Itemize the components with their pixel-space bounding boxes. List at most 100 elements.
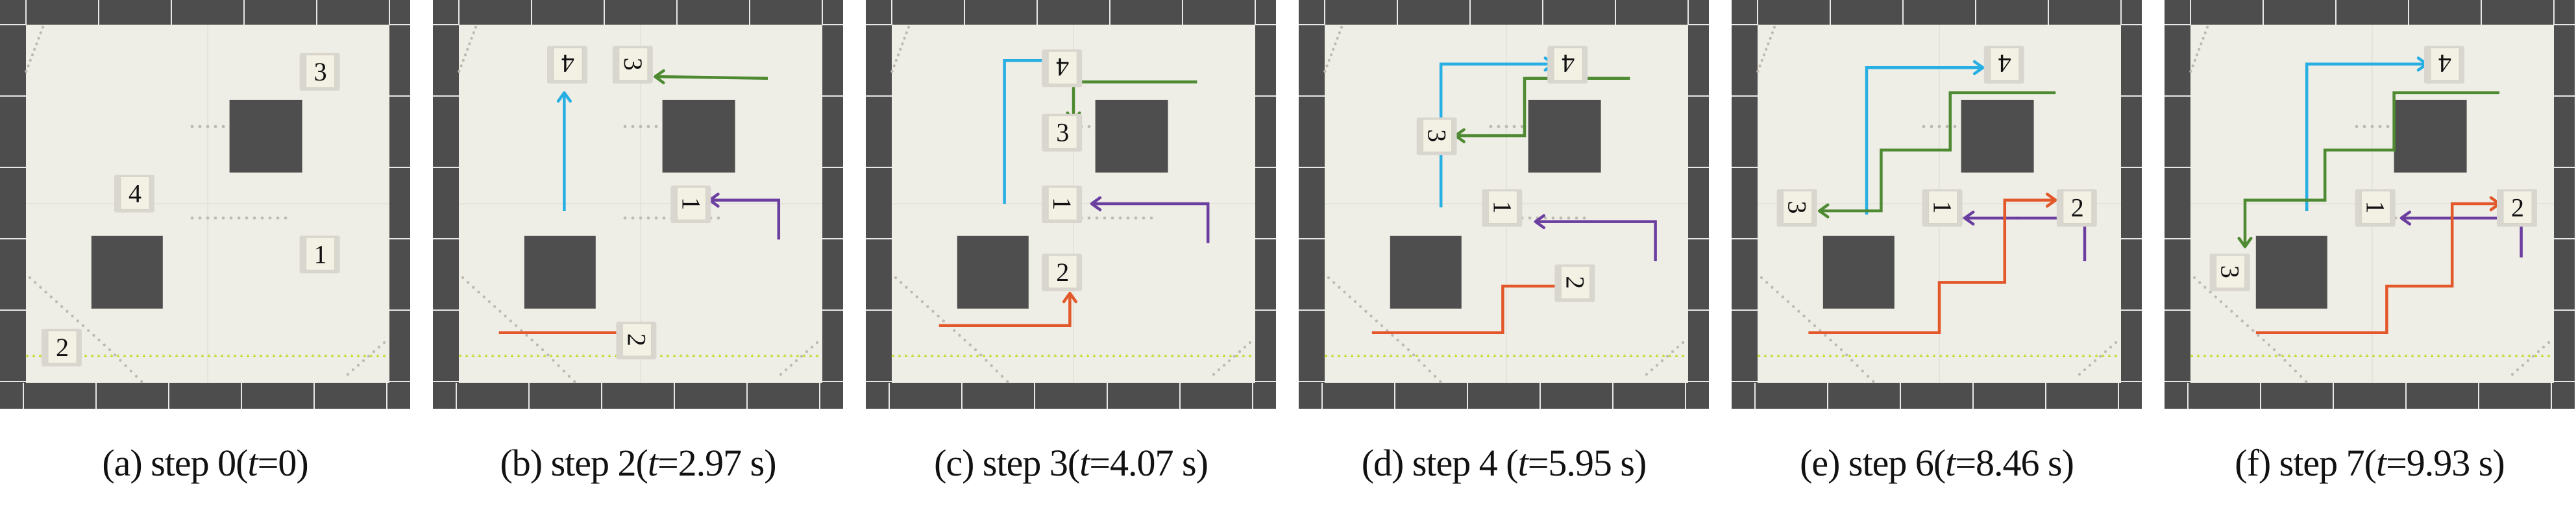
grey-guide-dot	[221, 125, 225, 128]
green-guide-marker	[90, 354, 94, 357]
grey-guide-dot	[974, 348, 977, 352]
grey-guide-dot	[66, 309, 69, 313]
green-guide-marker	[220, 354, 224, 357]
block-label: 4	[1056, 53, 1069, 82]
green-guide-marker	[1248, 354, 1252, 357]
green-guide-marker	[1421, 354, 1425, 357]
green-guide-marker	[1867, 354, 1871, 357]
green-guide-marker	[1389, 354, 1393, 357]
green-guide-marker	[2042, 354, 2046, 357]
caption-b: (b) step 2(t=2.97 s)	[424, 441, 852, 485]
grey-guide-dot	[87, 329, 90, 332]
robot-2-path	[2255, 202, 2499, 334]
grey-guide-dot	[472, 31, 475, 34]
robot-1-path	[1092, 202, 1210, 243]
green-guide-marker	[2339, 354, 2343, 357]
green-guide-marker	[731, 354, 735, 357]
green-guide-marker	[1558, 354, 1562, 357]
green-guide-marker	[770, 354, 774, 357]
grey-guide-dot	[920, 300, 924, 304]
grey-guide-dot	[963, 339, 966, 342]
grey-guide-dot	[1497, 125, 1501, 128]
block-4: 4	[114, 175, 154, 213]
block-label: 4	[2438, 49, 2451, 79]
grey-guide-dot	[995, 369, 998, 372]
grey-guide-dot	[1327, 58, 1331, 62]
green-guide-marker	[1636, 354, 1639, 357]
grey-guide-dot	[1439, 380, 1442, 383]
block-3: 3	[1416, 117, 1457, 156]
grey-guide-dot	[2083, 368, 2087, 372]
green-guide-marker	[2068, 354, 2072, 357]
green-guide-marker	[2352, 354, 2356, 357]
green-guide-marker	[2023, 354, 2027, 357]
grey-guide-dot	[2516, 368, 2520, 372]
green-guide-marker	[982, 354, 986, 357]
grey-guide-dot	[1582, 216, 1586, 220]
green-guide-marker	[317, 354, 321, 357]
grey-guide-dot	[931, 309, 935, 313]
green-guide-marker	[2242, 354, 2246, 357]
grey-guide-dot	[1792, 305, 1795, 308]
green-guide-marker	[1649, 354, 1652, 357]
grey-guide-dot	[466, 47, 469, 51]
green-guide-marker	[1196, 354, 1200, 357]
green-guide-marker	[1480, 354, 1484, 357]
grey-guide-dot	[2294, 369, 2297, 372]
grey-guide-dot	[1343, 291, 1346, 294]
grey-guide-dot	[1808, 319, 1811, 322]
grey-guide-dot	[2195, 53, 2199, 56]
green-guide-marker	[2326, 354, 2330, 357]
grey-guide-dot	[573, 380, 576, 383]
green-guide-marker	[246, 354, 250, 357]
green-guide-marker	[272, 354, 276, 357]
green-guide-marker	[2410, 354, 2414, 357]
grey-guide-dot	[1528, 216, 1532, 220]
grey-guide-dot	[985, 359, 988, 362]
block-label: 4	[1562, 49, 1575, 79]
grey-guide-dot	[119, 359, 122, 362]
grey-guide-dot	[214, 216, 217, 220]
grey-guide-dot	[1417, 359, 1421, 362]
grey-guide-dot	[129, 369, 132, 372]
green-guide-marker	[1802, 354, 1806, 357]
green-guide-marker	[1242, 354, 1245, 357]
grey-guide-dot	[1087, 216, 1091, 220]
green-guide-marker	[2216, 354, 2220, 357]
green-guide-marker	[2333, 354, 2337, 357]
green-guide-marker	[1415, 354, 1419, 357]
green-guide-marker	[142, 354, 146, 357]
green-guide-marker	[1525, 354, 1529, 357]
grey-guide-dot	[1353, 300, 1357, 304]
grey-guide-dot	[2104, 350, 2107, 354]
grey-guide-dot	[990, 364, 993, 367]
grey-guide-dot	[372, 350, 376, 354]
grey-guide-dot	[899, 47, 902, 51]
grey-guide-dot	[29, 58, 32, 62]
green-guide-marker	[1577, 354, 1581, 357]
grey-guide-dot	[2240, 319, 2244, 322]
grey-guide-dot	[1856, 364, 1859, 367]
green-guide-marker	[497, 354, 501, 357]
grey-guide-dot	[631, 216, 635, 220]
green-guide-marker	[2482, 354, 2486, 357]
green-guide-marker	[38, 354, 42, 357]
green-guide-marker	[1053, 354, 1057, 357]
block-face	[1423, 119, 1453, 152]
caption-e: (e) step 6(t=8.46 s)	[1723, 441, 2151, 485]
green-guide-marker	[1190, 354, 1194, 357]
green-guide-marker	[2534, 354, 2538, 357]
grey-guide-dot	[1771, 285, 1774, 289]
block-label: 1	[1048, 197, 1077, 210]
green-guide-marker	[2469, 354, 2473, 357]
grey-guide-dot	[31, 53, 34, 56]
grey-guide-dot	[894, 276, 898, 280]
green-guide-marker	[1590, 354, 1594, 357]
dotted-guides	[890, 25, 1252, 383]
grey-guide-dot	[1665, 354, 1669, 358]
block-face	[1048, 255, 1077, 289]
green-guide-marker	[2436, 354, 2440, 357]
